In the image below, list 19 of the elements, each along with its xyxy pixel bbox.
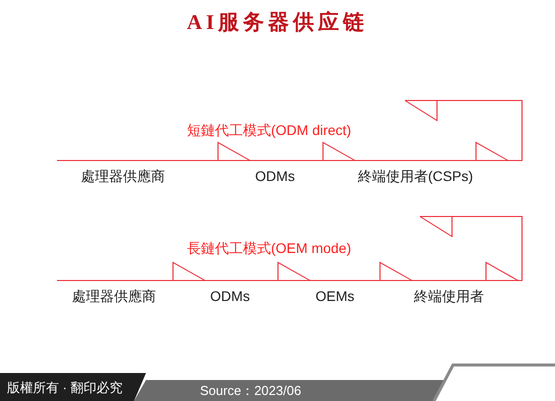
arrow bbox=[420, 216, 522, 281]
stage-label: 處理器供應商 bbox=[57, 280, 158, 304]
stage-label: 處理器供應商 bbox=[57, 160, 167, 184]
arrow bbox=[404, 100, 522, 161]
stage-label: OEMs bbox=[310, 280, 360, 304]
diagram-title: AI服务器供应链 bbox=[186, 9, 370, 36]
arrow bbox=[158, 262, 206, 281]
copyright-notice: 版權所有 · 翻印必究 bbox=[7, 380, 123, 396]
arrow bbox=[254, 262, 310, 281]
arrow bbox=[300, 142, 356, 161]
stage-label: 終端使用者 bbox=[412, 280, 486, 304]
arrow bbox=[360, 262, 412, 281]
stage-label: ODMs bbox=[250, 160, 300, 184]
stage-label: ODMs bbox=[205, 280, 255, 304]
arrow bbox=[166, 142, 250, 161]
source-note: Source：2023/06 bbox=[200, 383, 302, 399]
section-heading: 短鏈代工模式(ODM direct) bbox=[187, 122, 352, 138]
section-heading: 長鏈代工模式(OEM mode) bbox=[187, 240, 352, 256]
stage-label: 終端使用者(CSPs) bbox=[355, 160, 476, 184]
